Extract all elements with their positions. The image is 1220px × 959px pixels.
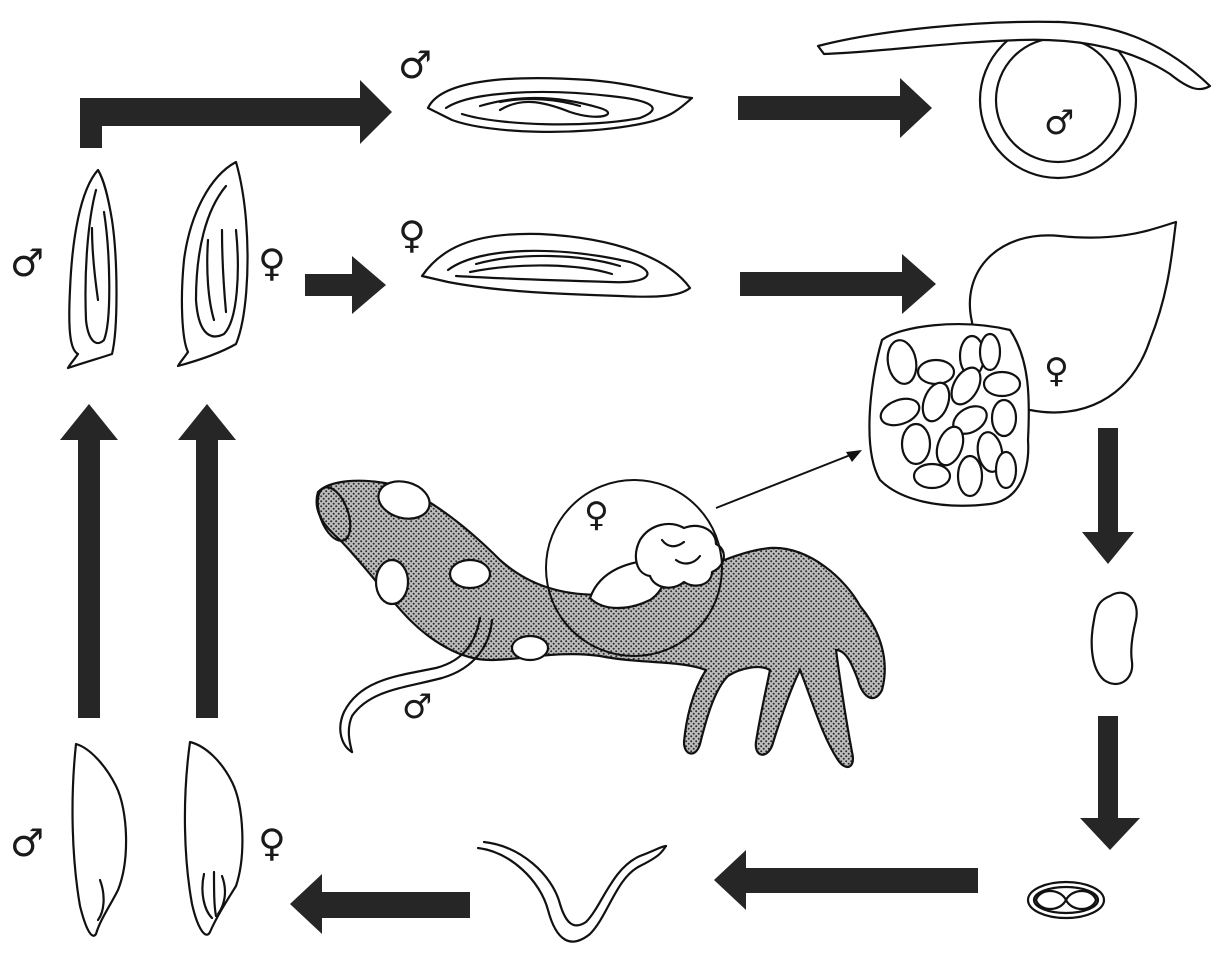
- arrow-female-j4-to-female-j4-molting: [305, 256, 386, 314]
- female-symbol-female-row: ♀: [398, 213, 426, 257]
- pointer-arrowhead: [846, 450, 862, 462]
- female-symbol-root-circle: ♀: [584, 495, 609, 535]
- male-symbol-adult-male: ♂: [1044, 103, 1074, 143]
- female-symbol-left-j3: ♀: [258, 821, 286, 865]
- arrow-j1-to-j2: [714, 850, 978, 910]
- male-j3-stage: [73, 744, 127, 936]
- egg-stage: [1092, 593, 1137, 684]
- male-symbol-left-j4: ♂: [10, 241, 44, 285]
- j2-infective-juvenile-stage: [478, 842, 666, 942]
- female-j3-stage: [185, 742, 242, 935]
- arrow-egg-to-j1: [1080, 716, 1140, 850]
- j1-in-egg-stage: [1028, 882, 1104, 918]
- gall-3: [450, 560, 490, 588]
- gall-2: [376, 560, 408, 604]
- arrow-j2-to-j3: [290, 874, 470, 934]
- male-j4-in-cuticle-left: [68, 170, 117, 368]
- female-symbol-adult-female: ♀: [1044, 351, 1069, 391]
- pointer-line-to-enlarged-female: [716, 452, 858, 508]
- arrow-female-j3-to-female-j4: [178, 404, 236, 718]
- male-symbol-top-row: ♂: [398, 43, 432, 87]
- gall-4: [512, 636, 548, 660]
- male-j4-in-cuticle-stage: [428, 78, 692, 132]
- male-symbol-left-j3: ♂: [10, 821, 44, 865]
- male-symbol-root: ♂: [402, 687, 432, 727]
- arrow-egg-mass-to-egg: [1082, 428, 1134, 564]
- female-j4-in-cuticle-left: [178, 162, 248, 366]
- adult-female-with-egg-mass: [869, 222, 1176, 506]
- female-j4-in-cuticle-stage: [422, 234, 690, 297]
- arrow-male-to-adult-male: [738, 78, 932, 138]
- elbow-arrow-to-male-stage: [80, 80, 392, 148]
- female-symbol-left-j4: ♀: [258, 241, 286, 285]
- arrow-male-j3-to-male-j4: [60, 404, 118, 718]
- arrow-female-to-adult-female: [740, 254, 936, 314]
